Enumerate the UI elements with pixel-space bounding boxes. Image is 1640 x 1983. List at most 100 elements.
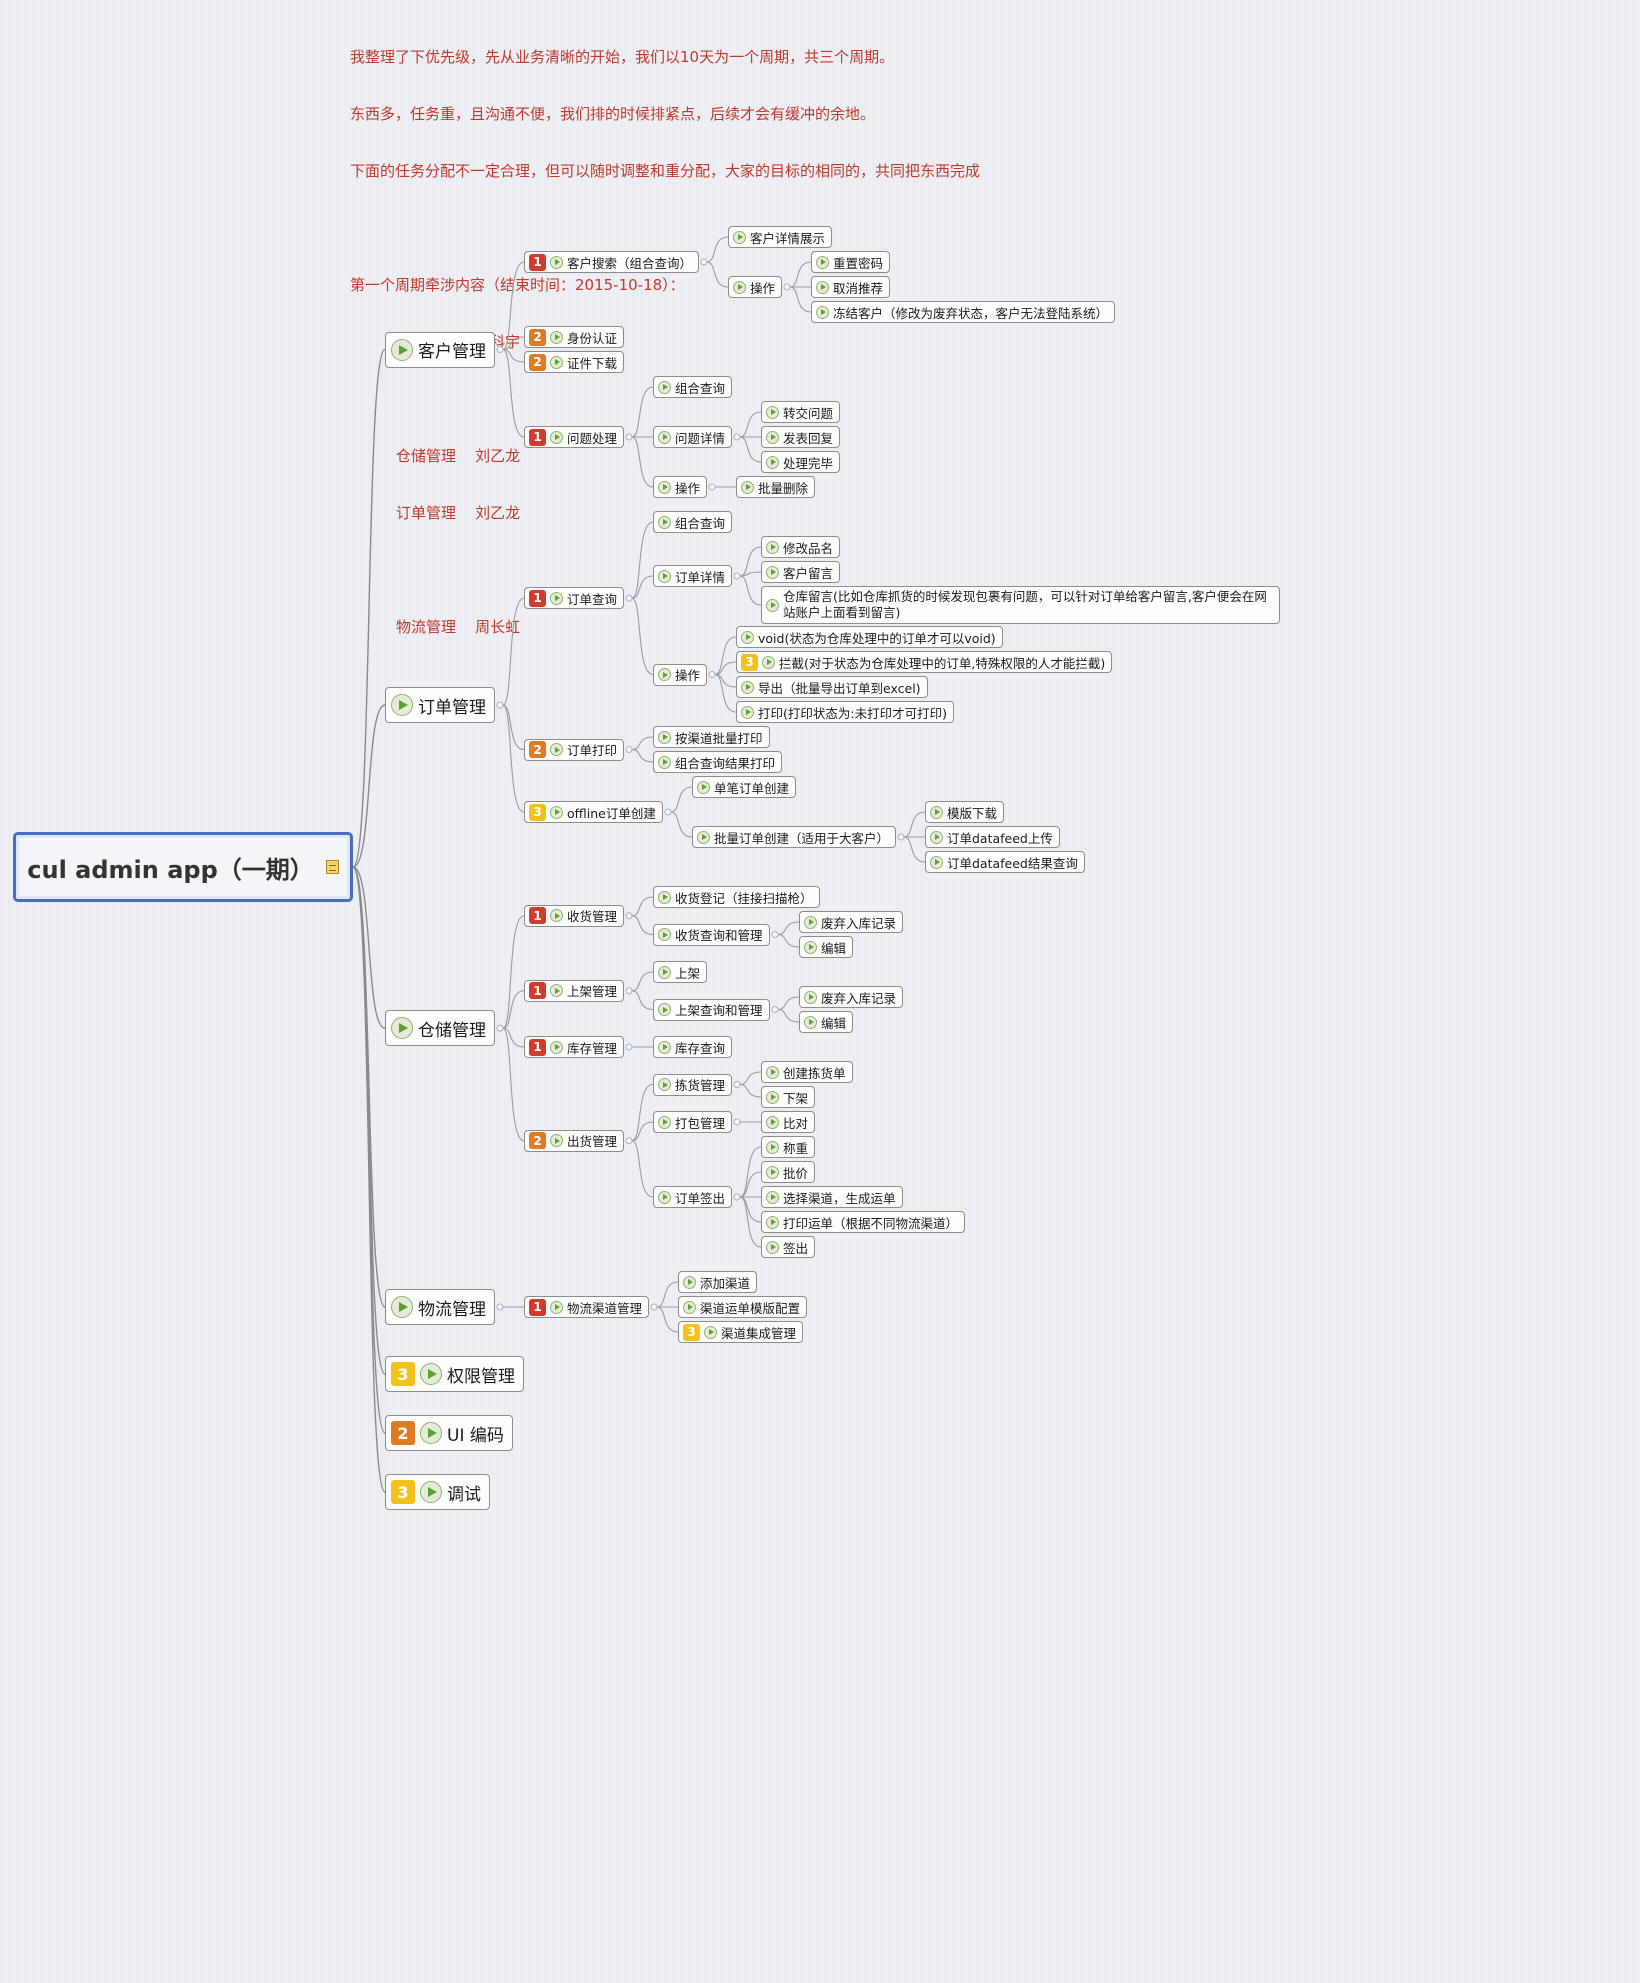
leaf-topic[interactable]: 组合查询结果打印 [653,751,783,773]
leaf-topic[interactable]: 添加渠道 [678,1271,758,1293]
leaf-topic[interactable]: 库存查询 [653,1036,733,1058]
task-start-icon [766,405,779,419]
leaf-topic[interactable]: 转交问题 [761,401,841,423]
leaf-topic[interactable]: 收货登记（挂接扫描枪） [653,886,820,908]
subtopic[interactable]: 上架查询和管理 [653,998,770,1021]
task-start-icon [658,1115,671,1129]
leaf-topic[interactable]: 上架 [653,961,708,983]
subtopic[interactable]: 拣货管理 [653,1073,733,1096]
leaf-topic[interactable]: 订单datafeed上传 [925,826,1060,848]
topic-label: 物流管理 [418,1299,486,1320]
leaf-topic[interactable]: 废弃入库记录 [799,986,904,1008]
task-start-icon [816,255,829,269]
main-topic[interactable]: 订单管理 [385,687,495,724]
subtopic[interactable]: 操作 [728,276,783,298]
root-topic[interactable]: cul admin app（一期） [13,832,353,902]
subtopic[interactable]: 问题详情 [653,426,733,448]
task-start-icon [658,1040,671,1054]
leaf-topic[interactable]: 发表回复 [761,426,841,448]
connector [656,1281,679,1308]
leaf-topic[interactable]: 渠道运单模版配置 [678,1296,808,1318]
connector [631,1140,654,1198]
leaf-topic[interactable]: 组合查询 [653,511,733,533]
subtopic[interactable]: 收货查询和管理 [653,923,770,946]
connector [903,836,926,863]
leaf-topic[interactable]: 客户留言 [761,561,841,583]
leaf-topic[interactable]: 导出（批量导出订单到excel) [736,676,928,698]
topic-label: 操作 [675,480,701,496]
leaf-topic[interactable]: 取消推荐 [811,276,891,298]
main-topic[interactable]: 仓储管理 [385,1010,495,1047]
connector [502,597,525,706]
topic-label: 拣货管理 [675,1078,726,1093]
topic-label: 订单详情 [675,569,726,585]
leaf-topic[interactable]: 打印(打印状态为:未打印才可打印) [736,701,954,723]
topic-label: 冻结客户（修改为废弃状态，客户无法登陆系统） [833,305,1109,321]
leaf-topic[interactable]: 批价 [761,1161,816,1183]
main-topic[interactable]: 客户管理 [385,331,495,368]
leaf-topic[interactable]: 废弃入库记录 [799,911,904,933]
leaf-topic[interactable]: 创建拣货单 [761,1061,853,1083]
leaf-topic[interactable]: 比对 [761,1111,816,1133]
connector [502,915,525,1029]
leaf-topic[interactable]: 模版下载 [925,801,1005,823]
leaf-topic[interactable]: 处理完毕 [761,451,841,473]
leaf-topic[interactable]: 编辑 [799,936,854,958]
subtopic[interactable]: 订单详情 [653,565,733,587]
connector [777,921,800,936]
leaf-topic[interactable]: 客户详情展示 [728,226,833,248]
leaf-topic[interactable]: 打印运单（根据不同物流渠道） [761,1211,966,1233]
leaf-topic[interactable]: 编辑 [799,1011,854,1033]
connector [739,1083,762,1098]
leaf-topic[interactable]: 下架 [761,1086,816,1108]
leaf-topic[interactable]: 称重 [761,1136,816,1158]
topic-label: 打印运单（根据不同物流渠道） [783,1215,959,1231]
subtopic[interactable]: 操作 [653,663,708,686]
leaf-topic[interactable]: 批量删除 [736,476,816,498]
subtopic[interactable]: 打包管理 [653,1111,733,1133]
task-start-icon [658,1003,671,1016]
leaf-topic[interactable]: 组合查询 [653,376,733,398]
leaf-topic[interactable]: 单笔订单创建 [692,776,797,798]
task-start-icon [804,1015,817,1029]
subtopic[interactable]: 订单签出 [653,1186,733,1208]
leaf-topic[interactable]: 冻结客户（修改为废弃状态，客户无法登陆系统） [811,301,1116,323]
leaf-topic[interactable]: void(状态为仓库处理中的订单才可以void) [736,626,1003,648]
leaf-topic[interactable]: 签出 [761,1236,816,1258]
task-start-icon [550,355,563,369]
topic-label: 模版下载 [947,805,998,821]
leaf-topic[interactable]: 仓库留言(比如仓库抓货的时候发现包裹有问题，可以针对订单给客户留言,客户便会在网… [761,586,1280,624]
main-topic[interactable]: 物流管理 [385,1289,495,1325]
leaf-topic[interactable]: 重置密码 [811,251,891,273]
leaf-topic[interactable]: 修改品名 [761,536,841,558]
topic-label: 客户搜索（组合查询） [567,255,693,271]
subtopic[interactable]: 操作 [653,476,708,498]
subtopic[interactable]: 批量订单创建（适用于大客户） [692,826,897,848]
leaf-topic[interactable]: 按渠道批量打印 [653,726,770,748]
leaf-topic[interactable]: 选择渠道，生成运单 [761,1186,903,1208]
task-start-icon [766,1215,779,1229]
topic-label: 编辑 [821,940,847,956]
topic-label: 批量删除 [758,480,809,496]
task-start-icon [550,430,563,444]
leaf-topic[interactable]: 订单datafeed结果查询 [925,851,1085,873]
note-icon[interactable] [325,860,339,874]
